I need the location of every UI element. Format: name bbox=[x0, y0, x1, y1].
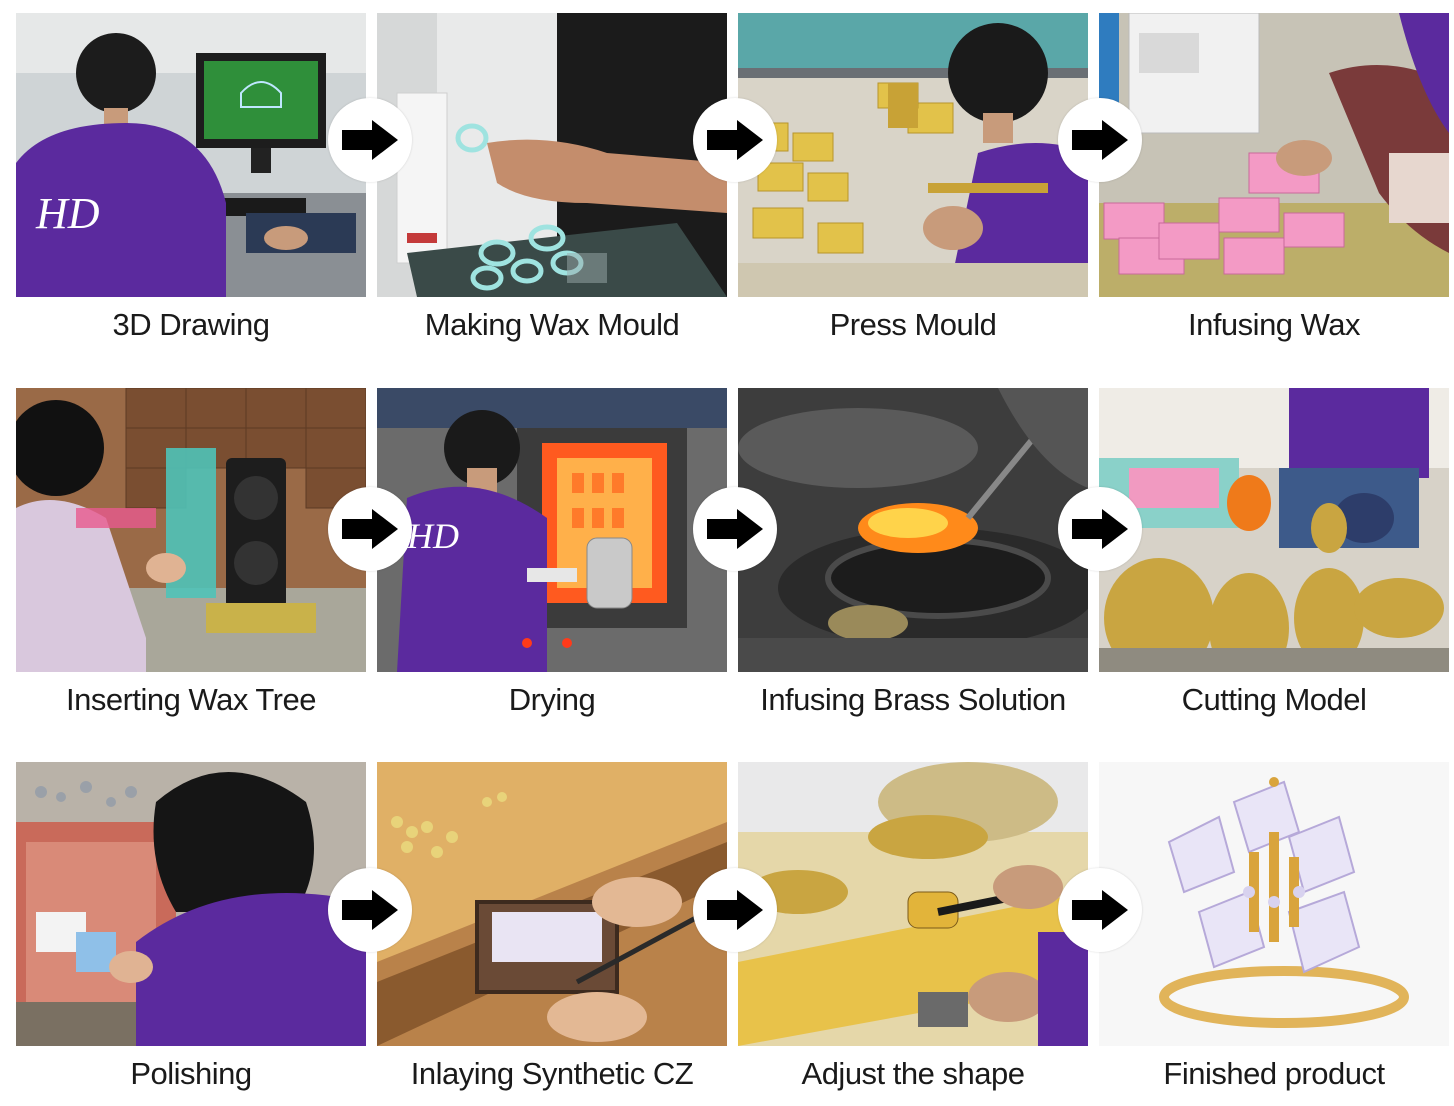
arrow-right-icon bbox=[1058, 98, 1142, 182]
finished-ring-photo bbox=[1099, 762, 1449, 1046]
step-label: Finished product bbox=[1163, 1056, 1385, 1091]
arrow-right-icon bbox=[1058, 868, 1142, 952]
arrow-right-icon bbox=[328, 98, 412, 182]
step-label: Cutting Model bbox=[1181, 682, 1367, 717]
molten-brass-photo bbox=[738, 388, 1088, 672]
press-mould-photo bbox=[738, 13, 1088, 297]
step-label: Adjust the shape bbox=[801, 1056, 1025, 1091]
infusing-wax-photo bbox=[1099, 13, 1449, 297]
arrow-right-icon bbox=[1058, 487, 1142, 571]
computer-workstation-photo: HD bbox=[16, 13, 366, 297]
step-label: Making Wax Mould bbox=[424, 307, 680, 342]
svg-text:HD: HD bbox=[406, 516, 459, 556]
cutting-model-photo bbox=[1099, 388, 1449, 672]
step-label: Press Mould bbox=[829, 307, 997, 342]
arrow-right-icon bbox=[693, 487, 777, 571]
svg-text:HD: HD bbox=[35, 189, 100, 238]
arrow-right-icon bbox=[328, 487, 412, 571]
step-label: Polishing bbox=[130, 1056, 252, 1091]
arrow-right-icon bbox=[328, 868, 412, 952]
wax-mould-photo bbox=[377, 13, 727, 297]
step-label: Inlaying Synthetic CZ bbox=[410, 1056, 694, 1091]
step-label: Infusing Wax bbox=[1187, 307, 1361, 342]
hammer-shaping-photo bbox=[738, 762, 1088, 1046]
inlaying-cz-photo bbox=[377, 762, 727, 1046]
arrow-right-icon bbox=[693, 868, 777, 952]
furnace-photo: HD bbox=[377, 388, 727, 672]
wax-tree-photo bbox=[16, 388, 366, 672]
step-label: Drying bbox=[508, 682, 596, 717]
step-label: 3D Drawing bbox=[112, 307, 270, 342]
step-label: Inserting Wax Tree bbox=[65, 682, 317, 717]
step-label: Infusing Brass Solution bbox=[760, 682, 1066, 717]
arrow-right-icon bbox=[693, 98, 777, 182]
polishing-photo bbox=[16, 762, 366, 1046]
